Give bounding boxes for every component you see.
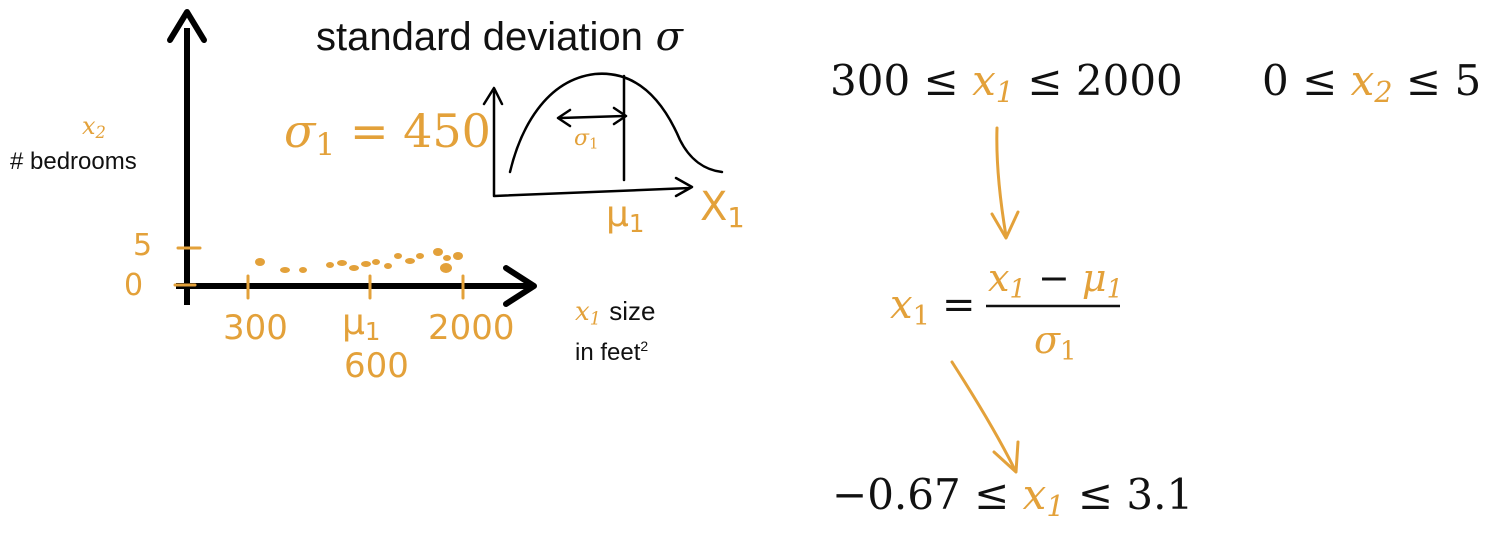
bedrooms-label: # bedrooms [10,148,137,175]
range-x2-high: 5 [1454,56,1482,105]
inset-x-arrowhead [674,176,694,198]
x-tick-mu-sub: 1 [364,317,381,347]
num-mu1: μ1 [1081,256,1124,305]
result-le2: ≤ [1077,470,1114,519]
arrow-range-to-formula [995,126,1008,238]
sigma-span [558,114,626,120]
x-tick-600: 600 [344,346,409,386]
range-x2-var: x2 [1350,56,1393,110]
inset-x1: X1 [700,184,745,234]
formula-lhs: x1 [890,282,930,332]
x1-units-label: in feet2 [575,338,649,366]
y-axis [167,9,207,305]
bell-curve [508,72,724,174]
range-x2-low: 0 [1262,56,1289,105]
inset-mu1: μ1 [606,194,645,239]
sigma-arrow-left [556,108,572,128]
flow-arrows [950,126,1020,474]
range-x2: 0 ≤ x2 ≤ 5 [1262,56,1481,109]
x2-var: x [82,112,96,140]
result-high: 3.1 [1126,470,1194,519]
x-tick-mu1: μ1 [342,302,380,346]
std-dev-title: standard deviation σ [316,14,683,60]
bell-curve-inset [482,72,724,198]
x2-axis-symbol: x2 [82,112,106,142]
sigma-arrow-right [612,106,628,126]
arrowhead-formula [990,210,1020,240]
inset-y-arrowhead [482,86,504,106]
sigma1-symbol: σ [284,104,316,158]
sigma1-sub: 1 [315,126,336,163]
x-tick-2000: 2000 [428,308,515,348]
range-x2-le2: ≤ [1405,56,1442,105]
arrowhead-result [992,440,1020,474]
formula-equals: = [942,282,976,328]
axis-ticks [173,246,465,300]
x1-axis-label: x1 size [575,296,655,329]
x-tick-300: 300 [223,308,288,348]
formula-numerator: x1 − μ1 [988,256,1123,304]
sigma1-equals-value: = 450 [349,104,491,158]
result-var: x1 [1022,470,1065,524]
result-range: −0.67 ≤ x1 ≤ 3.1 [832,470,1193,523]
range-x1-low: 300 [830,56,911,105]
formula-denominator: σ1 [1034,318,1077,367]
inset-axes [492,90,692,198]
x1-axis-var: x1 [575,297,601,330]
range-x1-high: 2000 [1075,56,1183,105]
inset-sigma1: σ1 [574,126,599,153]
range-x2-le1: ≤ [1302,56,1338,105]
arrow-formula-to-result [950,360,1016,470]
result-low: −0.67 [832,470,961,519]
num-minus: − [1037,256,1070,300]
sigma1-value: σ1 = 450 [284,104,491,163]
x2-sub: 2 [95,123,106,143]
std-dev-words: standard deviation [316,15,643,59]
range-x1: 300 ≤ x1 ≤ 2000 [830,56,1183,109]
std-dev-sigma: σ [655,14,683,60]
range-x1-le1: ≤ [923,56,959,105]
x1-axis-word: size [609,296,656,326]
data-points [255,248,463,273]
range-x1-le2: ≤ [1027,56,1063,105]
y-tick-5: 5 [133,228,153,263]
range-x1-var: x1 [972,56,1014,110]
result-le1: ≤ [974,470,1010,519]
x-axis [176,265,537,307]
y-tick-0: 0 [124,268,144,303]
num-x1: x1 [988,256,1026,305]
x-tick-mu-symbol: μ [342,302,365,343]
